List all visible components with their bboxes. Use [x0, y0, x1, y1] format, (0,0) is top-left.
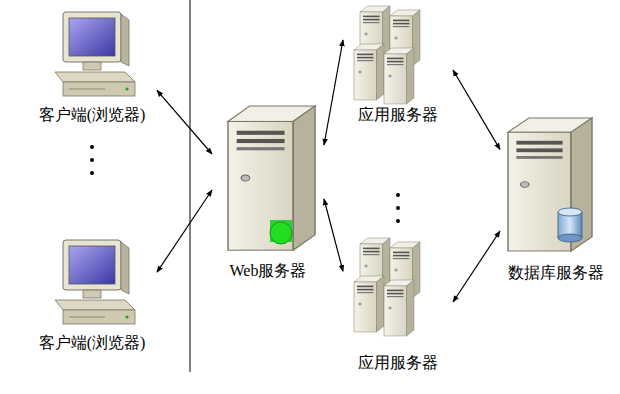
node-label: 应用服务器: [358, 354, 438, 372]
bidirectional-arrow: [324, 40, 343, 145]
server-node: 数据库服务器: [500, 112, 612, 282]
server-node: Web服务器: [212, 100, 324, 280]
node-label: Web服务器: [230, 262, 307, 280]
bidirectional-arrow: [453, 70, 500, 149]
bidirectional-arrow: [324, 199, 343, 271]
server-node: 客户端(浏览器): [27, 12, 157, 124]
node-label: 数据库服务器: [508, 264, 604, 282]
server-node: 应用服务器: [343, 232, 453, 372]
bidirectional-arrow: [453, 231, 500, 302]
node-label: 客户端(浏览器): [39, 106, 146, 124]
bidirectional-arrow: [157, 90, 212, 154]
server-node: 客户端(浏览器): [27, 238, 157, 352]
node-label: 客户端(浏览器): [39, 334, 146, 352]
server-node: 应用服务器: [343, 4, 453, 124]
bidirectional-arrow: [157, 190, 212, 272]
node-label: 应用服务器: [358, 106, 438, 124]
